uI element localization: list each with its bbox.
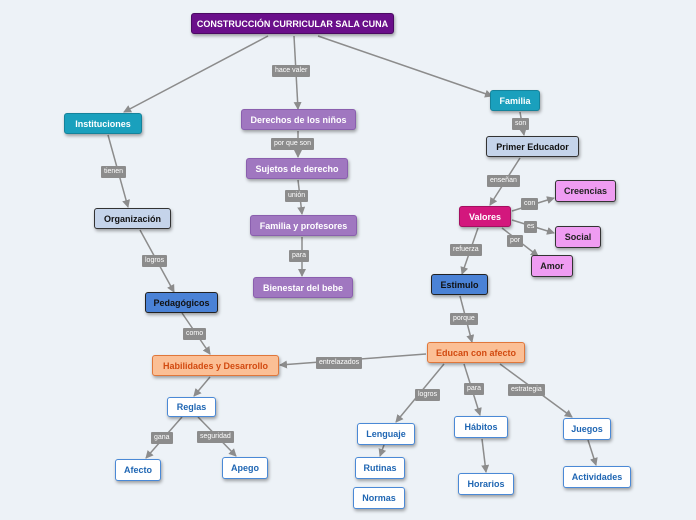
node-juegos[interactable]: Juegos [563,418,611,440]
label-entrelazados: entrelazados [316,357,363,369]
label-seguridad: seguridad [197,431,234,443]
node-derechos[interactable]: Derechos de los niños [241,109,356,130]
node-horarios[interactable]: Horarios [458,473,514,495]
label-porque: porque [450,313,478,325]
node-creencias[interactable]: Creencias [555,180,616,202]
label-estrategia: estrategia [508,384,545,396]
label-es: es [524,221,538,233]
label-refuerza: refuerza [450,244,482,256]
node-educan[interactable]: Educan con afecto [427,342,525,363]
edge-habilidades-reglas [193,376,211,397]
label-gana: gana [151,432,173,444]
node-social[interactable]: Social [555,226,601,248]
node-pedagogicos[interactable]: Pedagógicos [145,292,218,313]
node-estimulo[interactable]: Estimulo [431,274,488,295]
node-habitos[interactable]: Hábitos [454,416,508,438]
label-para-habitos: para [464,383,485,395]
label-logros: logros [142,255,168,267]
edge-root-familia [317,35,493,98]
label-por: por [507,235,524,247]
label-son: son [512,118,530,130]
label-con: con [521,198,539,210]
node-afecto[interactable]: Afecto [115,459,161,481]
label-por-que-son: por que son [271,138,314,150]
node-actividades[interactable]: Actividades [563,466,631,488]
label-ensenan: enseñan [487,175,520,187]
node-normas[interactable]: Normas [353,487,405,509]
label-como: como [183,328,207,340]
node-instituciones[interactable]: Instituciones [64,113,142,134]
node-apego[interactable]: Apego [222,457,268,479]
node-valores[interactable]: Valores [459,206,511,227]
label-hace-valer: hace valer [272,65,311,77]
node-habilidades[interactable]: Habilidades y Desarrollo [152,355,279,376]
root-node[interactable]: CONSTRUCCIÓN CURRICULAR SALA CUNA [191,13,394,34]
node-lenguaje[interactable]: Lenguaje [357,423,415,445]
edge-root-instituciones [123,35,269,113]
node-sujetos[interactable]: Sujetos de derecho [246,158,348,179]
edge-lenguaje-rutinas [378,444,387,457]
node-organizacion[interactable]: Organización [94,208,171,229]
label-tienen: tienen [101,166,127,178]
label-logros-lenguaje: logros [415,389,441,401]
node-amor[interactable]: Amor [531,255,573,277]
node-reglas[interactable]: Reglas [167,397,216,417]
edge-juegos-actividades [587,439,598,466]
node-primer-educador[interactable]: Primer Educador [486,136,579,157]
edge-habitos-horarios [481,438,490,473]
node-familia-profesores[interactable]: Familia y profesores [250,215,357,236]
label-union: unión [285,190,309,202]
node-rutinas[interactable]: Rutinas [355,457,405,479]
node-familia[interactable]: Familia [490,90,540,111]
label-para: para [289,250,310,262]
node-bienestar[interactable]: Bienestar del bebe [253,277,353,298]
